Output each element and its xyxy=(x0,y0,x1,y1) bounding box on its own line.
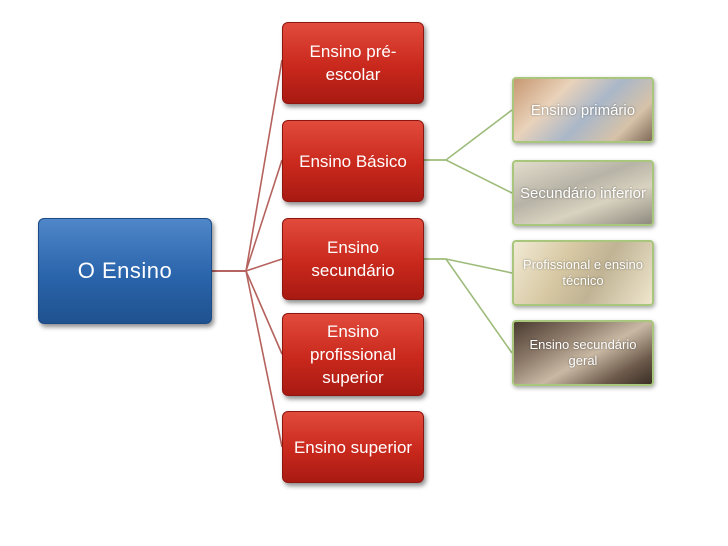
connector-basico-inferior xyxy=(424,159,513,194)
node-ensino-superior: Ensino superior xyxy=(282,411,424,483)
node-ensino-pre-escolar: Ensino pré-escolar xyxy=(282,22,424,104)
node-profissional-ensino-tecnico: Profissional e ensino técnico xyxy=(512,240,654,306)
node-ensino-secundario-geral-label: Ensino secundário geral xyxy=(529,337,637,368)
node-ensino-basico-label: Ensino Básico xyxy=(299,151,407,171)
connector-secundario-geral xyxy=(424,258,513,354)
node-ensino-profissional-superior: Ensino profissional superior xyxy=(282,313,424,396)
node-ensino-primario-label: Ensino primário xyxy=(530,101,636,119)
node-secundario-inferior-label: Secundário inferior xyxy=(520,184,646,202)
node-ensino-basico: Ensino Básico xyxy=(282,120,424,202)
node-profissional-ensino-tecnico-label: Profissional e ensino técnico xyxy=(523,257,643,288)
node-ensino-pre-escolar-label: Ensino pré-escolar xyxy=(309,42,397,84)
node-ensino-secundario-label: Ensino secundário xyxy=(311,238,395,280)
connector-root-profissional xyxy=(212,270,283,355)
node-ensino-primario: Ensino primário xyxy=(512,77,654,143)
node-ensino-secundario-geral: Ensino secundário geral xyxy=(512,320,654,386)
node-ensino-superior-label: Ensino superior xyxy=(293,437,413,457)
connector-root-superior xyxy=(212,270,283,448)
connector-root-basico xyxy=(212,159,283,272)
root-node: O Ensino xyxy=(38,218,212,324)
connector-secundario-tecnico xyxy=(424,258,513,274)
node-ensino-profissional-superior-label: Ensino profissional superior xyxy=(310,322,396,387)
connector-root-preescolar xyxy=(212,59,283,272)
root-node-label: O Ensino xyxy=(77,258,173,283)
node-secundario-inferior: Secundário inferior xyxy=(512,160,654,226)
node-ensino-secundario: Ensino secundário xyxy=(282,218,424,300)
connector-basico-primario xyxy=(424,109,513,161)
